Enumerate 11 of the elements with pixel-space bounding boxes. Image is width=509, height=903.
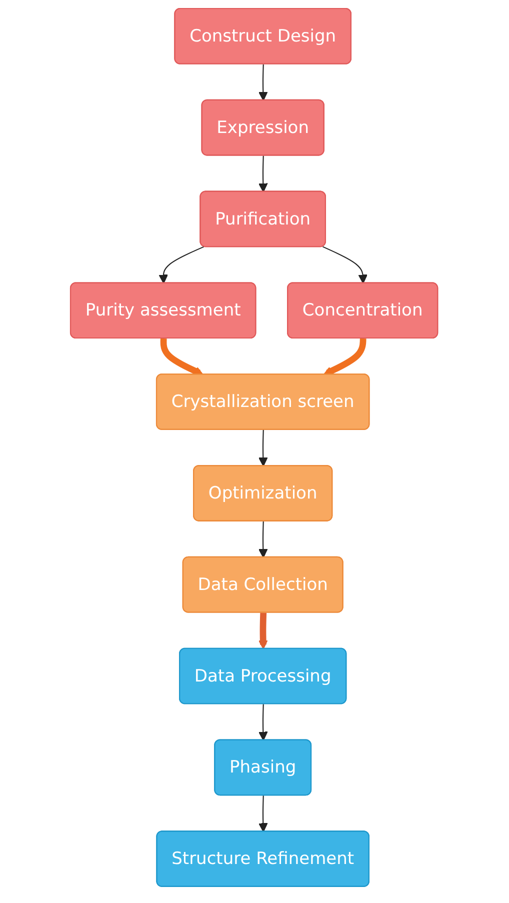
arrow (258, 64, 268, 101)
arrow (160, 338, 204, 376)
arrow (159, 246, 205, 284)
arrow (258, 612, 268, 650)
arrow (258, 704, 268, 741)
arrow (258, 521, 268, 558)
arrow (258, 156, 268, 192)
arrow (258, 796, 268, 832)
arrow (322, 246, 368, 284)
arrow (258, 430, 268, 466)
arrow (324, 338, 367, 376)
